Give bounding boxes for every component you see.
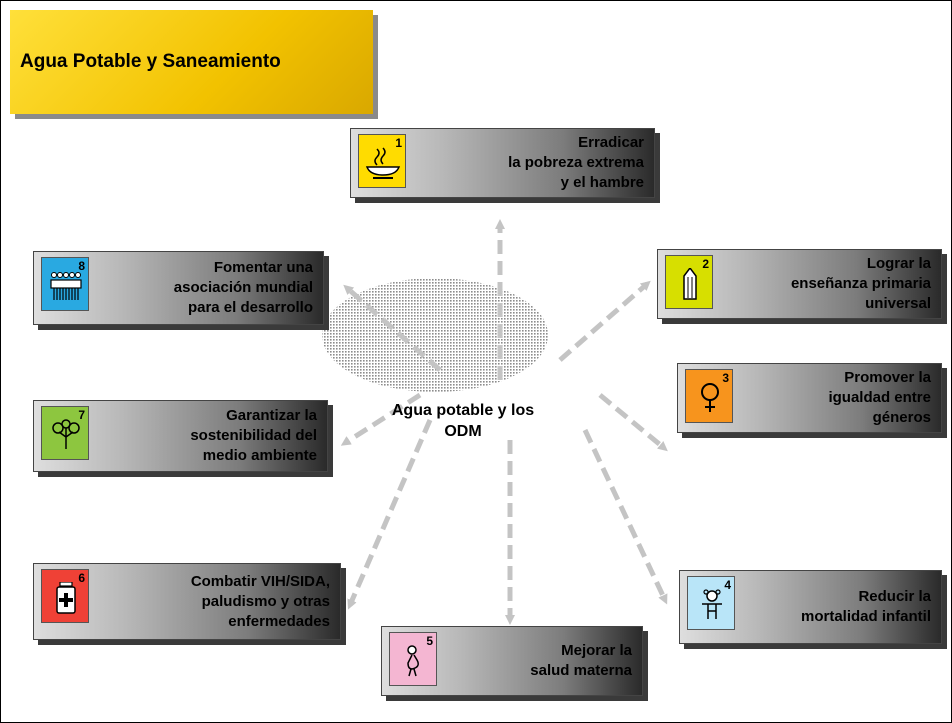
goal-6-number: 6 xyxy=(78,571,85,585)
plant-icon xyxy=(52,419,80,449)
goal-7-number: 7 xyxy=(78,408,85,422)
dotted-ellipse xyxy=(322,278,548,392)
goal-1-icon-tile: 1 xyxy=(358,134,406,188)
pregnant-woman-icon xyxy=(407,645,419,677)
goal-6-icon-tile: 6 xyxy=(41,569,89,623)
goal-5-label: Mejorar la salud materna xyxy=(530,642,632,679)
child-icon xyxy=(702,589,722,619)
goal-6-box: 6 Combatir VIH/SIDA, paludismo y otras e… xyxy=(33,563,341,640)
goal-3-label: Promover la igualdad entre géneros xyxy=(828,369,931,426)
goal-1-box: 1 Erradicar la pobreza extrema y el hamb… xyxy=(350,128,655,198)
goal-2-box: 2 Lograr la enseñanza primaria universal xyxy=(657,249,942,319)
arrow-to-goal-4 xyxy=(582,428,668,605)
goal-5-number: 5 xyxy=(426,634,433,648)
goal-1-number: 1 xyxy=(395,136,402,150)
goal-5-icon-tile: 5 xyxy=(389,632,437,686)
goal-7-label: Garantizar la sostenibilidad del medio a… xyxy=(190,407,317,464)
goal-3-number: 3 xyxy=(722,371,729,385)
page-title: Agua Potable y Saneamiento xyxy=(20,51,281,72)
goal-8-label: Fomentar una asociación mundial para el … xyxy=(173,259,313,316)
goal-4-box: 4 Reducir la mortalidad infantil xyxy=(679,570,942,644)
goal-7-box: 7 Garantizar la sostenibilidad del medio… xyxy=(33,400,328,472)
arrow-to-goal-7 xyxy=(340,392,422,446)
pencil-icon xyxy=(683,268,697,300)
goal-3-box: 3 Promover la igualdad entre géneros xyxy=(677,363,942,433)
goal-7-icon-tile: 7 xyxy=(41,406,89,460)
arrow-to-goal-6 xyxy=(347,419,433,610)
goal-2-icon-tile: 2 xyxy=(665,255,713,309)
goal-3-icon-tile: 3 xyxy=(685,369,733,423)
medicine-bottle-icon xyxy=(56,582,76,614)
goal-2-number: 2 xyxy=(702,257,709,271)
goal-2-label: Lograr la enseñanza primaria universal xyxy=(790,255,931,312)
goal-1-label: Erradicar la pobreza extrema y el hambre xyxy=(508,134,644,191)
goal-8-number: 8 xyxy=(78,259,85,273)
people-group-icon xyxy=(50,272,82,300)
bowl-icon xyxy=(365,147,401,179)
center-label: Agua potable y los ODM xyxy=(391,402,535,440)
goal-8-box: 8 Fomentar una asociación mundial para e… xyxy=(33,251,324,325)
goal-4-number: 4 xyxy=(724,578,731,592)
arrow-to-goal-2 xyxy=(558,280,651,362)
female-symbol-icon xyxy=(701,383,719,412)
title-box: Agua Potable y Saneamiento xyxy=(10,10,373,114)
goal-5-box: 5 Mejorar la salud materna xyxy=(381,626,643,696)
goal-4-icon-tile: 4 xyxy=(687,576,735,630)
goal-6-label: Combatir VIH/SIDA, paludismo y otras enf… xyxy=(190,572,330,630)
goal-8-icon-tile: 8 xyxy=(41,257,89,311)
arrow-to-goal-3 xyxy=(598,393,668,452)
goal-4-label: Reducir la mortalidad infantil xyxy=(800,588,931,625)
